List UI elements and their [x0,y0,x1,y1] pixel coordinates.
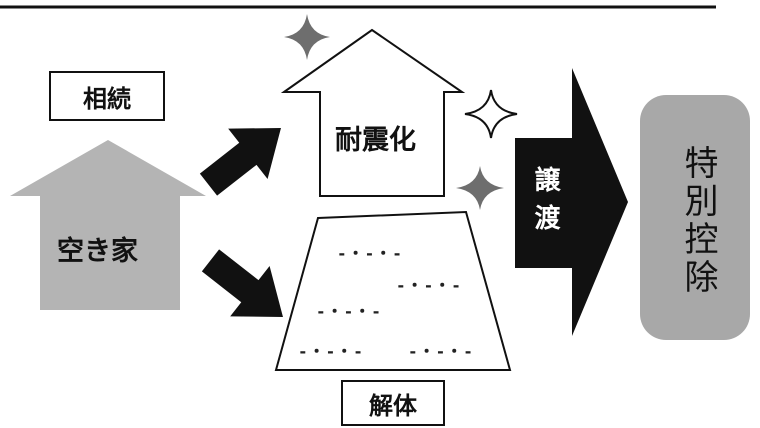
transfer-arrow [515,68,628,336]
lot-placeholder-text: -・-・- [408,342,474,361]
inheritance-label: 相続 [83,84,131,113]
lot-placeholder-text: -・-・- [316,302,382,321]
sparkle-icon [284,14,330,60]
lot-placeholder-text: -・-・- [396,276,462,295]
special-deduction-box [640,95,750,340]
vacant-house-label: 空き家 [57,236,138,267]
arrow-to-demolition [201,249,283,318]
sparkle-outline-icon [464,89,518,139]
earthquake-proofed-house [280,28,466,197]
sparkle-icon [456,166,504,210]
vacant-house-shape [10,140,206,310]
lot-placeholder-text: -・-・- [298,342,364,361]
demolition-label-box: 解体 [341,380,445,426]
demolished-lot [274,210,512,371]
special-deduction-label: 特別控除 [678,145,718,297]
transfer-label: 譲渡 [530,166,560,242]
inheritance-label-box: 相続 [49,71,165,121]
arrow-to-earthquake-proofing [199,127,281,196]
lot-placeholder-text: -・-・- [337,244,403,263]
earthquake-proofing-label: 耐震化 [335,125,416,156]
demolition-label: 解体 [369,391,417,420]
